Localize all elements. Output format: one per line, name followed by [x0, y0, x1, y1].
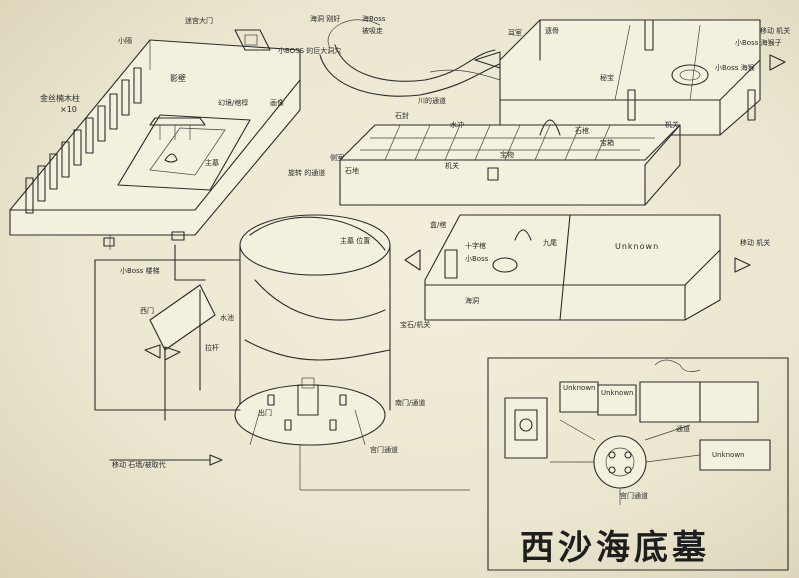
center-ring-label: 主墓 位置: [340, 237, 371, 245]
coffin-area-label: 幻境/棺椁: [218, 99, 249, 107]
dry-passage-label: 小BOSS 的巨大洞穴: [278, 47, 342, 55]
mid-label2: 石棺: [575, 127, 589, 135]
mid-right-a-label: 盒/棺: [430, 221, 447, 229]
corridor-label: 水冲: [450, 121, 464, 129]
center-cyl-label: 旋转 的通道: [288, 169, 326, 177]
mid-cross-label: 机关: [445, 162, 459, 170]
bottom-right-path-label: 宫门通道: [370, 446, 398, 454]
map-channel-label: 通道: [676, 425, 690, 433]
xiaoban-label: 小隔: [118, 37, 132, 45]
west-gate-label: 西门: [140, 307, 154, 315]
map-unknown1: Unknown: [563, 384, 596, 392]
stone-seal-label: 石封: [395, 112, 409, 120]
map-gate-label: 宫门通道: [620, 492, 648, 500]
page-title: 西沙海底墓: [520, 528, 710, 568]
bottom-left-label: 移动 石墙/被取代: [112, 461, 166, 469]
map-unknown3: Unknown: [712, 451, 745, 459]
pool-label: 水池: [220, 314, 234, 322]
boss-ref-label: 海Boss: [362, 15, 386, 23]
stream: [319, 19, 511, 97]
unknown-label: Unknown: [615, 242, 660, 251]
flow-channel-label: 川的通道: [418, 97, 446, 105]
middle-deck: [339, 119, 681, 206]
bottom-left-leader: [109, 445, 470, 491]
mid-label1: 宝物: [500, 151, 514, 159]
right-treasure-label: 秘宝: [600, 74, 614, 82]
mid-right-cat-label: 九尾: [543, 239, 557, 247]
central-cylinder: [234, 214, 391, 446]
ring-exit-label: 出门: [258, 409, 272, 417]
right-room-b-label: 遗骨: [545, 27, 559, 35]
main-coffin-label: 主墓: [205, 159, 219, 167]
right-top-block: [499, 19, 786, 136]
huaxiang-label: 画像: [270, 99, 284, 107]
gold-pillars-count: ×10: [60, 105, 77, 114]
left-structure: [94, 231, 241, 421]
right-room-a-label: 耳室: [508, 29, 522, 37]
mini-map: [487, 357, 789, 571]
boss-ref2-label: 被吸走: [362, 27, 383, 35]
right-boss-label: 小Boss 海猴: [715, 64, 755, 72]
mid-right-b-label: 十字棺: [465, 242, 486, 250]
side-room-label: 侧室: [330, 154, 344, 162]
right-box-label: 机关: [665, 121, 679, 129]
right-unknown-exit-label: 移动 机关: [740, 239, 771, 247]
mid-door-label: 宝箱: [600, 139, 614, 147]
right-top-label: 小Boss 海猴子: [735, 39, 782, 47]
mid-right-c-label: 小Boss: [465, 255, 489, 263]
map-unknown2: Unknown: [601, 389, 634, 397]
gate-bottom-label: 南门/通道: [395, 399, 426, 407]
slope-label: 宝石/机关: [400, 321, 431, 329]
lever-label: 拉杆: [205, 344, 219, 352]
mid-deck-label: 石地: [345, 167, 359, 175]
upper-left-platform: [9, 29, 301, 250]
maze-door-label: 迷宫大门: [185, 17, 213, 25]
top-crack-label: 海洞 刚好: [310, 15, 341, 23]
boss-stair-label: 小Boss 楼梯: [120, 267, 160, 275]
right-exit-label: 移动 机关: [760, 27, 791, 35]
shadow-wall-label: 影壁: [170, 74, 186, 83]
gold-pillars-label: 金丝楠木柱: [40, 94, 80, 103]
middle-right-block: [404, 214, 751, 321]
mid-right-water-label: 海洞: [465, 297, 479, 305]
